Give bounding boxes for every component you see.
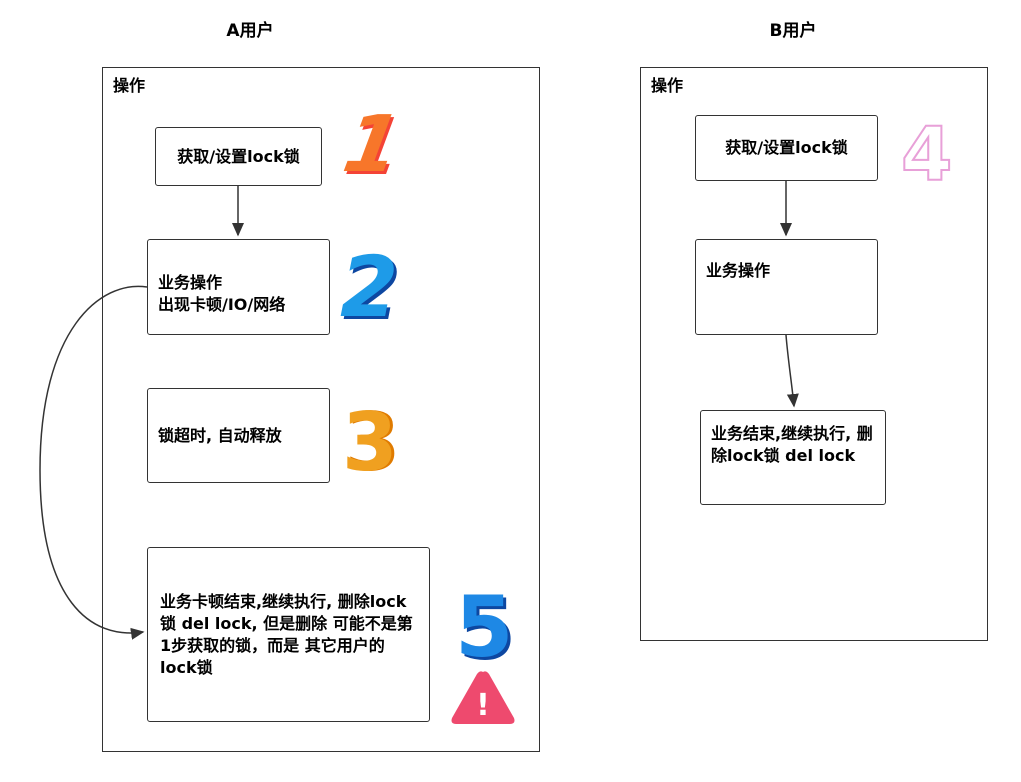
- marker-4: 4: [900, 111, 953, 199]
- b-step1-box[interactable]: 获取/设置lock锁: [695, 115, 878, 181]
- a-step1-text: 获取/设置lock锁: [177, 146, 300, 166]
- a-step2-box[interactable]: 业务操作 出现卡顿/IO/网络: [147, 239, 330, 335]
- a-step1-box[interactable]: 获取/设置lock锁: [155, 127, 322, 186]
- b-step2-box[interactable]: 业务操作: [695, 239, 878, 335]
- panel-a-label: 操作: [113, 76, 146, 95]
- a-step3-text: 锁超时, 自动释放: [158, 425, 282, 445]
- marker-5: 5: [455, 578, 514, 676]
- a-step2-text: 业务操作 出现卡顿/IO/网络: [158, 273, 286, 314]
- a-step5-box[interactable]: 业务卡顿结束,继续执行, 删除lock锁 del lock, 但是删除 可能不是…: [147, 547, 430, 722]
- a-step5-text: 业务卡顿结束,继续执行, 删除lock锁 del lock, 但是删除 可能不是…: [160, 591, 413, 677]
- column-title-a: A用户: [226, 21, 274, 41]
- b-step1-text: 获取/设置lock锁: [725, 138, 848, 157]
- b-step3-box[interactable]: 业务结束,继续执行, 删除lock锁 del lock: [700, 410, 886, 505]
- column-title-b: B用户: [769, 21, 817, 41]
- panel-b-label: 操作: [651, 76, 684, 95]
- warning-mark: !: [476, 688, 490, 723]
- a-step3-box[interactable]: 锁超时, 自动释放: [147, 388, 330, 483]
- b-step2-text: 业务操作: [706, 261, 771, 280]
- b-step3-text: 业务结束,继续执行, 删除lock锁 del lock: [711, 424, 873, 465]
- marker-3: 3: [342, 396, 398, 489]
- warning-triangle-icon: !: [448, 668, 518, 728]
- marker-2: 2: [340, 238, 399, 336]
